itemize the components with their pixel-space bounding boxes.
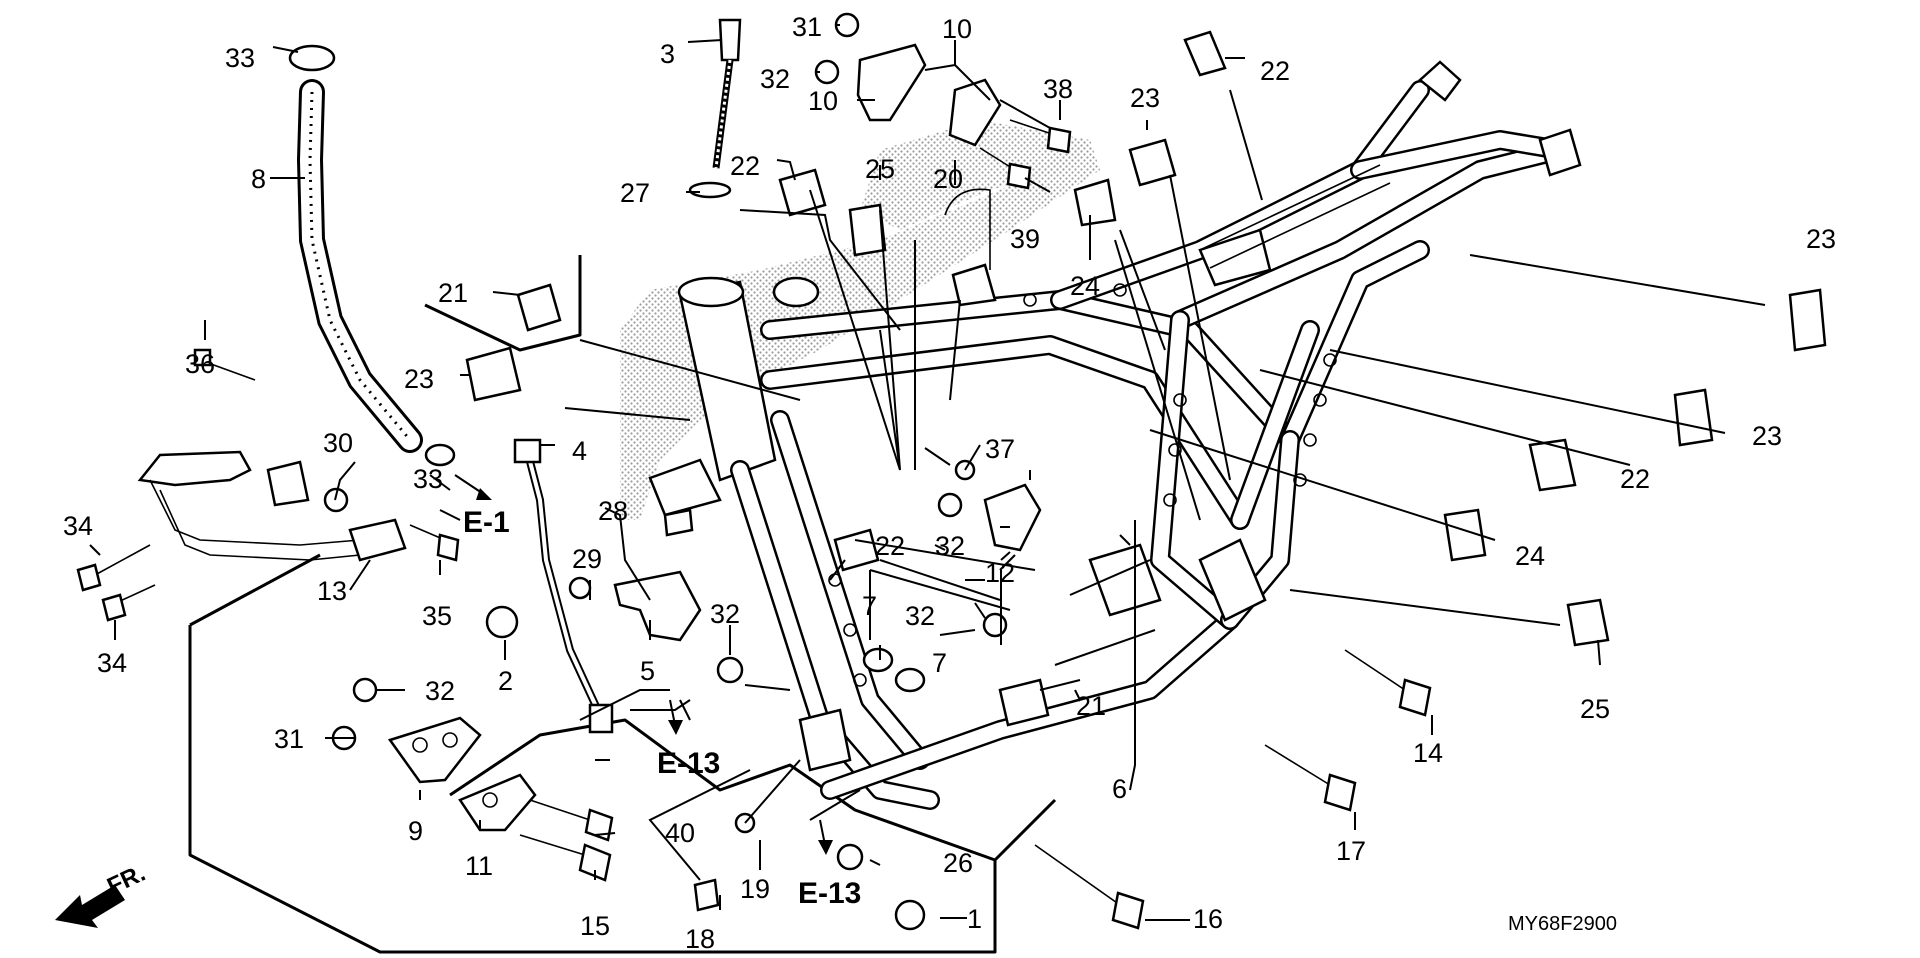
callout-21a: 21	[438, 278, 468, 308]
callout-14: 14	[1413, 738, 1443, 768]
callout-23a: 23	[1130, 83, 1160, 113]
callout-31a: 31	[792, 12, 822, 42]
callout-33a: 33	[225, 43, 255, 73]
callout-33b: 33	[413, 464, 443, 494]
callout-25a: 25	[865, 154, 895, 184]
part-5	[613, 570, 702, 642]
callout-26: 26	[943, 848, 973, 878]
dipstick	[688, 18, 742, 199]
callout-27: 27	[620, 178, 650, 208]
ref-e1: E-1	[463, 506, 510, 539]
callout-16: 16	[1193, 904, 1223, 934]
callout-22a: 22	[1260, 56, 1290, 86]
callout-numbers: 1 2 3 4 5 6 7 7 8 9 10 10 11 12 13 14 15…	[63, 12, 1836, 954]
callout-23d: 23	[1752, 421, 1782, 451]
callout-22d: 22	[1620, 464, 1650, 494]
ref-e13b: E-13	[798, 877, 861, 910]
shading	[620, 120, 1100, 520]
callout-30: 30	[323, 428, 353, 458]
bracket-11	[458, 773, 537, 832]
callout-21b: 21	[1076, 691, 1106, 721]
part-12	[983, 483, 1042, 552]
callout-17: 17	[1336, 836, 1366, 866]
callout-28: 28	[598, 496, 628, 526]
callout-39: 39	[1010, 224, 1040, 254]
callout-19: 19	[740, 874, 770, 904]
callout-29: 29	[572, 544, 602, 574]
diagram-code: MY68F2900	[1508, 913, 1617, 935]
callout-11: 11	[465, 851, 493, 881]
callout-23b: 23	[1806, 224, 1836, 254]
callout-38: 38	[1043, 74, 1073, 104]
callout-6: 6	[1112, 774, 1127, 804]
callout-7b: 7	[932, 648, 947, 678]
callout-8: 8	[251, 164, 266, 194]
callout-32e: 32	[425, 676, 455, 706]
callout-32c: 32	[905, 601, 935, 631]
bolts	[76, 119, 1432, 930]
callout-15: 15	[580, 911, 610, 941]
bracket-9	[387, 716, 482, 784]
lower-inner-outline	[449, 718, 996, 862]
e1-box	[424, 255, 582, 352]
callout-18: 18	[685, 924, 715, 954]
callout-23c: 23	[404, 364, 434, 394]
callout-37: 37	[985, 434, 1015, 464]
callout-31b: 31	[274, 724, 304, 754]
ref-e13a: E-13	[657, 747, 720, 780]
callout-3: 3	[660, 39, 675, 69]
callout-4: 4	[572, 436, 587, 466]
callout-2: 2	[498, 666, 513, 696]
main-frame	[648, 60, 1582, 810]
front-guard-bracket	[137, 450, 407, 562]
reference-labels: E-1 E-13 E-13	[463, 506, 861, 910]
lower-group-outline	[188, 553, 1057, 954]
callout-7a: 7	[862, 591, 877, 621]
callout-20: 20	[933, 164, 963, 194]
callout-32a: 32	[760, 64, 790, 94]
callout-1: 1	[967, 904, 982, 934]
callout-34b: 34	[97, 648, 127, 678]
callout-34a: 34	[63, 511, 93, 541]
breather-hose	[296, 79, 423, 453]
callout-10b: 10	[808, 86, 838, 116]
hose-clamp-icon	[288, 44, 336, 72]
callout-24b: 24	[1515, 541, 1545, 571]
callout-22b: 22	[730, 151, 760, 181]
front-arrow-icon	[55, 885, 125, 928]
callout-32b: 32	[935, 531, 965, 561]
callout-13: 13	[317, 576, 347, 606]
clip-icon	[424, 443, 456, 467]
callout-40: 40	[665, 818, 695, 848]
callout-35: 35	[422, 601, 452, 631]
reference-arrows	[454, 474, 861, 855]
callout-9: 9	[408, 816, 423, 846]
callout-12: 12	[985, 558, 1015, 588]
callout-32d: 32	[710, 599, 740, 629]
callout-10a: 10	[942, 14, 972, 44]
leader-lines	[89, 24, 1766, 921]
callout-24a: 24	[1070, 271, 1100, 301]
callout-5: 5	[640, 656, 655, 686]
callout-22c: 22	[875, 531, 905, 561]
callout-36: 36	[185, 349, 215, 379]
bracket-10	[856, 43, 927, 122]
callout-25b: 25	[1580, 694, 1610, 724]
